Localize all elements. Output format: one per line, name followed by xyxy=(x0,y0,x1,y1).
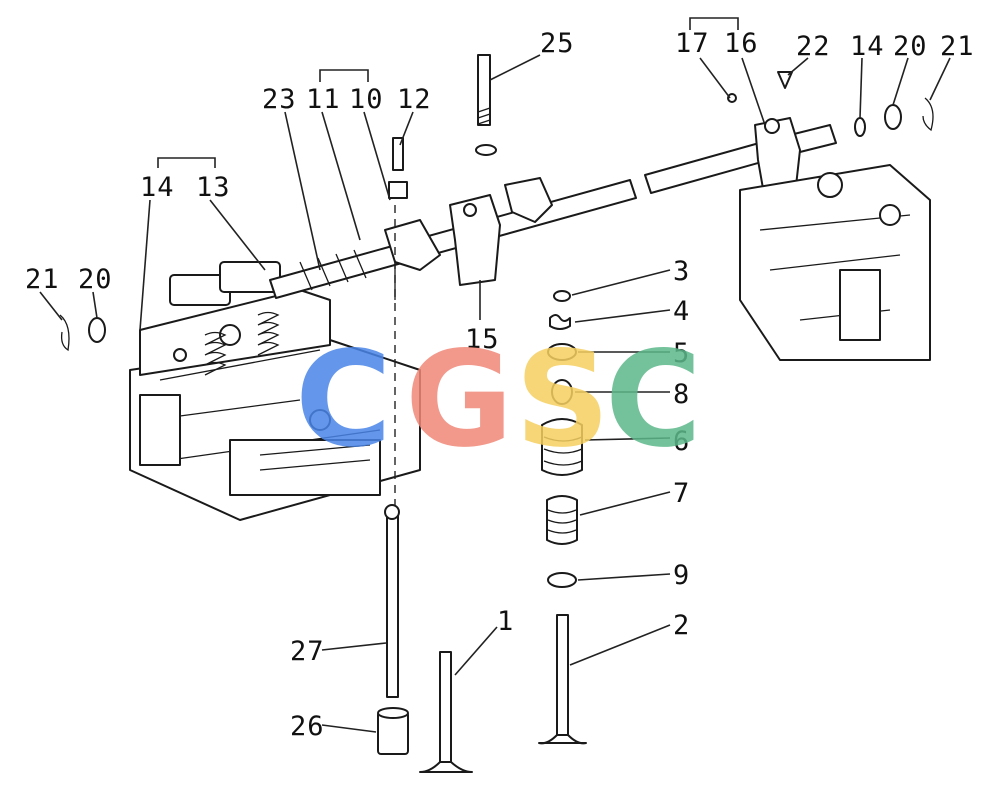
callout-10: 10 xyxy=(349,84,384,115)
callout-14-right: 14 xyxy=(850,31,885,62)
callout-2: 2 xyxy=(673,610,690,641)
washer-right xyxy=(884,104,902,130)
plug-22 xyxy=(777,71,793,89)
callout-5: 5 xyxy=(673,338,690,369)
ring-right xyxy=(854,117,866,137)
callout-4: 4 xyxy=(673,296,690,327)
adjust-screw xyxy=(388,137,408,199)
watermark-letter-3: S xyxy=(515,323,610,477)
callout-6: 6 xyxy=(673,426,690,457)
clip-left xyxy=(59,314,70,352)
washer-left xyxy=(88,317,106,343)
push-rod xyxy=(384,504,400,698)
cylinder-head-right xyxy=(739,164,931,361)
callout-17: 17 xyxy=(675,28,710,59)
callout-27: 27 xyxy=(290,636,325,667)
callout-21-right: 21 xyxy=(940,31,975,62)
callout-1: 1 xyxy=(497,606,514,637)
callout-22: 22 xyxy=(796,31,831,62)
callout-23: 23 xyxy=(262,84,297,115)
callout-12: 12 xyxy=(397,84,432,115)
callout-14-left: 14 xyxy=(140,172,175,203)
valve-1 xyxy=(419,651,473,773)
cylinder-head-left xyxy=(129,289,421,521)
adjust-bolt xyxy=(475,54,497,156)
callout-21-left: 21 xyxy=(25,264,60,295)
watermark-letter-2: G xyxy=(405,323,513,477)
callout-13: 13 xyxy=(196,172,231,203)
callout-8: 8 xyxy=(673,379,690,410)
watermark: C G S C xyxy=(295,323,702,477)
callout-15: 15 xyxy=(465,324,500,355)
tappet xyxy=(377,707,409,755)
rocker-shaft xyxy=(269,117,837,299)
valve-train-stack xyxy=(541,290,583,588)
callout-labels: 23 11 10 12 14 13 21 20 25 17 16 22 14 2… xyxy=(25,28,975,742)
callout-25: 25 xyxy=(540,28,575,59)
pin-17 xyxy=(727,93,737,103)
callout-3: 3 xyxy=(673,256,690,287)
callout-9: 9 xyxy=(673,560,690,591)
callout-11: 11 xyxy=(306,84,341,115)
callout-26: 26 xyxy=(290,711,325,742)
callout-20-left: 20 xyxy=(78,264,113,295)
callout-16: 16 xyxy=(724,28,759,59)
leader-lines xyxy=(39,17,951,733)
callout-20-right: 20 xyxy=(893,31,928,62)
watermark-letter-4: C xyxy=(605,323,702,477)
valve-2 xyxy=(538,614,587,745)
clip-right xyxy=(922,97,934,132)
watermark-letter-1: C xyxy=(295,323,392,477)
callout-7: 7 xyxy=(673,478,690,509)
